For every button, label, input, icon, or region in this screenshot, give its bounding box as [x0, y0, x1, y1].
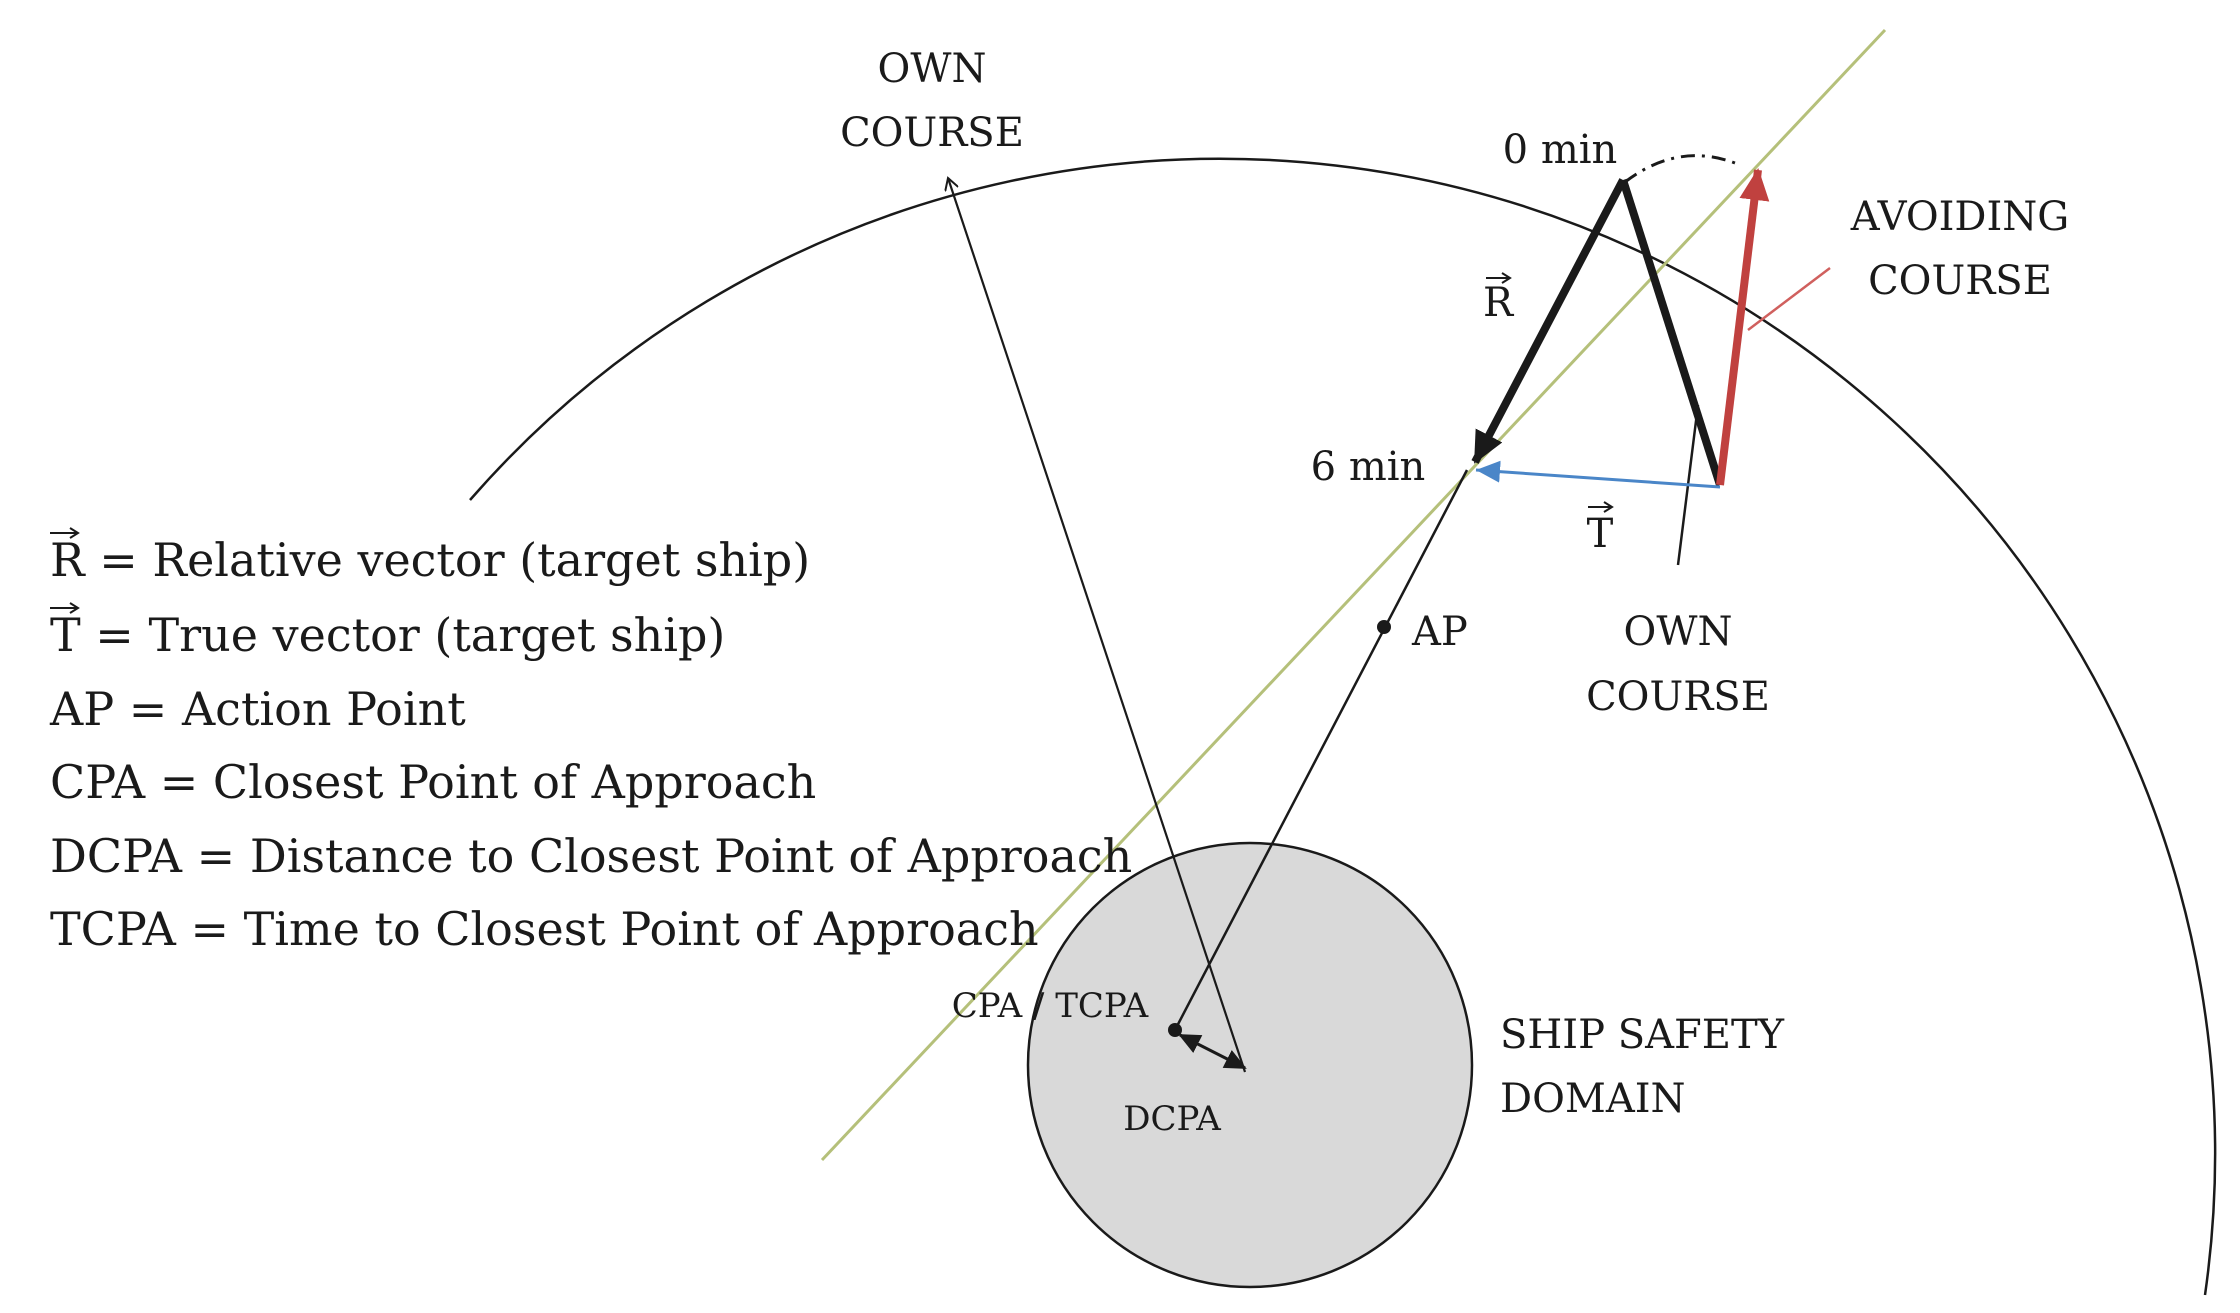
- own-course-bottom-label-line1: OWN: [1624, 609, 1733, 655]
- true-vector-t: [1475, 460, 1721, 489]
- avoiding-course-label-line1: AVOIDING: [1850, 194, 2070, 240]
- ship-safety-domain-label-line2: DOMAIN: [1500, 1076, 1686, 1122]
- t-vector-label: T: [1587, 511, 1614, 557]
- own-course-line-top: [948, 178, 1247, 1073]
- cpa-dot: [1168, 1023, 1182, 1037]
- ship-safety-domain-circle: [1026, 841, 1474, 1289]
- six-min-label: 6 min: [1311, 444, 1426, 490]
- legend: R = Relative vector (target ship) T = Tr…: [49, 527, 1132, 956]
- own-course-bottom-label-line2: COURSE: [1586, 674, 1770, 720]
- cpa-tcpa-label: CPA / TCPA: [952, 986, 1149, 1026]
- range-circle-arc: [469, 157, 2217, 1296]
- own-vector: [1619, 178, 1724, 487]
- avoiding-course-pointer-line: [1747, 267, 1831, 331]
- legend-item-cpa: CPA = Closest Point of Approach: [50, 755, 816, 809]
- dcpa-arrow: [1178, 1033, 1247, 1070]
- legend-symbol: R: [50, 533, 86, 587]
- relative-motion-line: [1173, 469, 1469, 1031]
- relative-vector-r: [1471, 178, 1627, 464]
- own-course-top-label-line2: COURSE: [840, 110, 1024, 156]
- avoiding-course-label-line2: COURSE: [1868, 258, 2052, 304]
- course-alteration-arc: [1624, 154, 1741, 184]
- ap-label: AP: [1411, 609, 1468, 655]
- legend-symbol: T: [50, 608, 81, 662]
- legend-item-dcpa: DCPA = Distance to Closest Point of Appr…: [50, 829, 1132, 883]
- legend-text: = True vector (target ship): [81, 608, 726, 662]
- ship-safety-domain-label-line1: SHIP SAFETY: [1500, 1012, 1785, 1058]
- action-point-dot: [1377, 620, 1391, 634]
- legend-item-relative-vector: R = Relative vector (target ship): [50, 527, 810, 587]
- dcpa-label: DCPA: [1123, 1099, 1221, 1139]
- own-course-top-label-line1: OWN: [878, 46, 987, 92]
- zero-min-label: 0 min: [1503, 127, 1618, 173]
- svg-text:R = Relative vector (target sh: R = Relative vector (target ship): [50, 533, 810, 587]
- relative-motion-extension-line: [820, 28, 1887, 1162]
- r-vector-label: R: [1483, 280, 1515, 326]
- legend-item-tcpa: TCPA = Time to Closest Point of Approach: [50, 902, 1039, 956]
- avoiding-course-vector: [1716, 168, 1770, 486]
- svg-text:T = True vector (target ship): T = True vector (target ship): [50, 608, 725, 662]
- legend-item-ap: AP = Action Point: [49, 682, 466, 736]
- legend-text: = Relative vector (target ship): [85, 533, 811, 587]
- legend-item-true-vector: T = True vector (target ship): [50, 602, 725, 662]
